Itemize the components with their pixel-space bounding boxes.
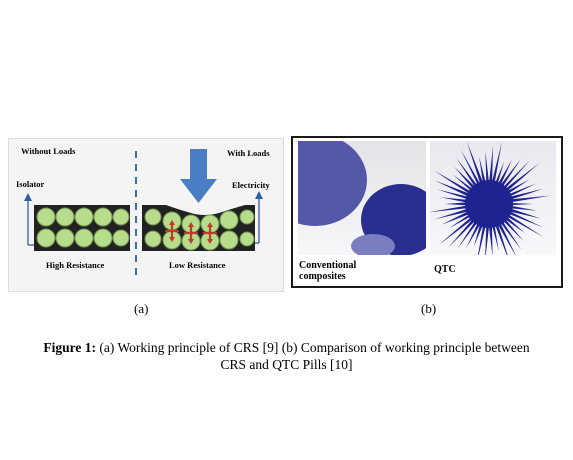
qtc-label: QTC xyxy=(434,264,456,275)
low-resistance-label: Low Resistance xyxy=(169,260,226,270)
caption-line-1: Figure 1: (a) Working principle of CRS [… xyxy=(0,339,573,356)
caption-text-line-1: (a) Working principle of CRS [9] (b) Com… xyxy=(96,340,530,355)
qtc-comparison-image xyxy=(298,141,556,255)
current-flow-arrowheads xyxy=(169,220,213,244)
qtc-comparison-panel: Conventional composites QTC xyxy=(291,136,563,288)
qtc-spiky-particle xyxy=(430,141,551,255)
qtc-core xyxy=(465,180,513,228)
crs-diagram xyxy=(24,149,263,279)
with-loads-label: With Loads xyxy=(227,148,270,158)
figure-caption: Figure 1: (a) Working principle of CRS [… xyxy=(0,339,573,373)
granules-unloaded xyxy=(36,207,130,248)
conventional-composite-image xyxy=(298,141,426,255)
isolator-label: Isolator xyxy=(16,179,45,189)
electricity-label: Electricity xyxy=(232,180,270,190)
conventional-composites-label: Conventional composites xyxy=(299,260,357,282)
load-arrow-icon xyxy=(180,149,217,203)
without-loads-label: Without Loads xyxy=(21,146,76,156)
caption-line-2: CRS and QTC Pills [10] xyxy=(220,357,353,372)
subfigure-label-b: (b) xyxy=(421,301,437,316)
subfigure-label-a: (a) xyxy=(134,301,149,316)
caption-figure-number: Figure 1: xyxy=(43,340,97,355)
crs-principle-panel: Without Loads With Loads Isolator Electr… xyxy=(8,138,284,292)
qtc-image xyxy=(430,141,556,255)
high-resistance-label: High Resistance xyxy=(46,260,105,270)
current-flow-icons xyxy=(164,223,218,241)
